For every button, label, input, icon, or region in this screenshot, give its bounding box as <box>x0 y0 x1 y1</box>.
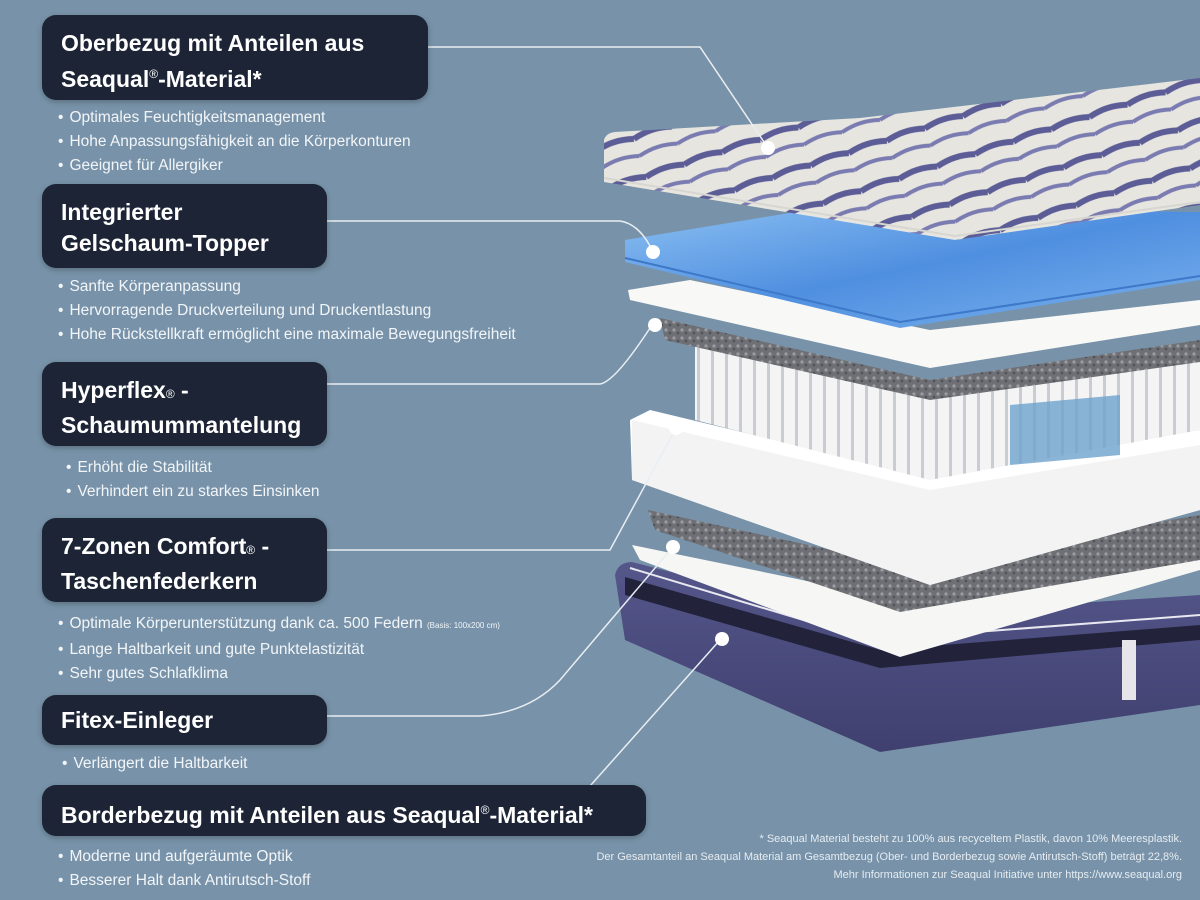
gel-foam-topper-layer <box>624 208 1200 328</box>
label-top-cover-line2: Seaqual <box>61 66 150 92</box>
footnote: * Seaqual Material besteht zu 100% aus r… <box>596 830 1182 884</box>
bullet-item: Geeignet für Allergiker <box>58 154 411 178</box>
label-pocket-spring: 7-Zonen Comfort® - Taschenfederkern <box>42 518 327 602</box>
pocket-spring-bullets: Optimale Körperunterstützung dank ca. 50… <box>58 612 500 686</box>
label-hyperflex: Hyperflex® - Schaumummantelung <box>42 362 327 446</box>
bullet-item: Hohe Rückstellkraft ermöglicht eine maxi… <box>58 323 515 347</box>
top-cover-layer <box>603 78 1200 240</box>
registered-mark: ® <box>165 387 175 401</box>
bullet-item: Moderne und aufgeräumte Optik <box>58 845 310 869</box>
label-pocket-spring-line2: Taschenfederkern <box>61 568 258 594</box>
bullet-item: Hervorragende Druckverteilung und Drucke… <box>58 299 516 323</box>
footnote-line-2: Der Gesamtanteil an Seaqual Material am … <box>596 851 1182 863</box>
footnote-line-1: * Seaqual Material besteht zu 100% aus r… <box>759 833 1183 845</box>
bullet-item: Lange Haltbarkeit und gute Punktelastizi… <box>58 638 500 662</box>
label-top-cover-line1: Oberbezug mit Anteilen aus <box>61 30 365 56</box>
gel-topper-bullets: Sanfte Körperanpassung Hervorragende Dru… <box>58 275 516 347</box>
bullet-item: Optimales Feuchtigkeitsmanagement <box>58 106 411 130</box>
bullet-item: Erhöht die Stabilität <box>66 456 320 480</box>
bullet-item: Verhindert ein zu starkes Einsinken <box>66 480 319 504</box>
bullet-item: Besserer Halt dank Antirutsch-Stoff <box>58 869 310 893</box>
bullet-item: Optimale Körperunterstützung dank ca. 50… <box>58 612 500 638</box>
label-hyperflex-line1: Hyperflex <box>61 377 166 403</box>
top-cover-bullets: Optimales Feuchtigkeitsmanagement Hohe A… <box>58 106 411 178</box>
bullet-item: Hohe Anpassungsfähigkeit an die Körperko… <box>58 130 410 154</box>
registered-mark: ® <box>149 67 159 81</box>
label-fitex-line1: Fitex-Einleger <box>61 707 214 733</box>
registered-mark: ® <box>246 543 256 557</box>
registered-mark: ® <box>480 803 490 817</box>
white-foam-sheet-layer <box>628 280 1200 368</box>
footnote-line-3: Mehr Informationen zur Seaqual Initiativ… <box>833 869 1182 881</box>
label-hyperflex-line2: Schaumummantelung <box>61 412 302 438</box>
label-gel-topper-line2: Gelschaum-Topper <box>61 230 269 256</box>
bullet-item: Verlängert die Haltbarkeit <box>62 752 247 776</box>
hyperflex-bullets: Erhöht die Stabilität Verhindert ein zu … <box>66 456 320 504</box>
fitex-bullets: Verlängert die Haltbarkeit <box>62 752 247 776</box>
border-cover-bullets: Moderne und aufgeräumte Optik Besserer H… <box>58 845 310 893</box>
pocket-spring-core-layer <box>660 318 1200 480</box>
bullet-note: (Basis: 100x200 cm) <box>427 621 500 630</box>
bullet-item: Sanfte Körperanpassung <box>58 275 516 299</box>
label-gel-topper-line1: Integrierter <box>61 199 183 225</box>
label-border-cover-line1: Borderbezug mit Anteilen aus Seaqual <box>61 802 481 828</box>
connector-lines <box>327 46 769 787</box>
label-pocket-spring-line1: 7-Zonen Comfort <box>61 533 247 559</box>
label-fitex: Fitex-Einleger <box>42 695 327 745</box>
label-border-cover: Borderbezug mit Anteilen aus Seaqual®-Ma… <box>42 785 646 836</box>
label-top-cover: Oberbezug mit Anteilen aus Seaqual®-Mate… <box>42 15 428 100</box>
bullet-item: Sehr gutes Schlafklima <box>58 662 500 686</box>
connector-dots <box>646 141 775 646</box>
label-gel-topper: Integrierter Gelschaum-Topper <box>42 184 327 268</box>
